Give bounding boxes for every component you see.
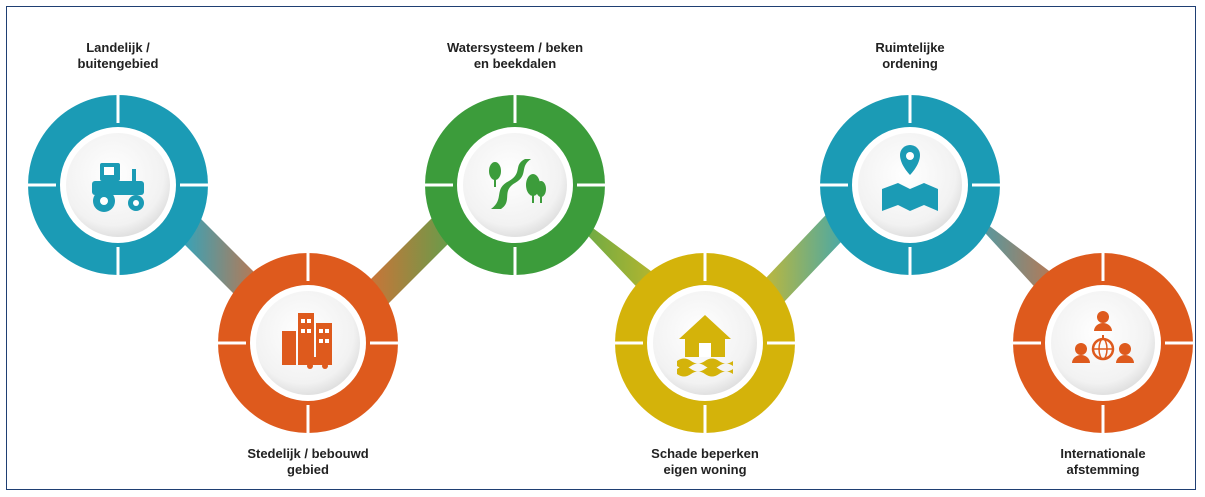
flooded-house-icon <box>677 315 733 377</box>
diagram-frame <box>6 6 1196 490</box>
label-landelijk-line2: buitengebied <box>77 56 159 71</box>
label-schade: Schade beperken eigen woning <box>625 446 785 478</box>
node-stedelijk <box>218 253 398 433</box>
map-pin-icon <box>882 145 938 211</box>
node-schade <box>615 253 795 433</box>
label-stedelijk-line2: gebied <box>287 462 329 477</box>
label-internationale: Internationale afstemming <box>1033 446 1173 478</box>
label-landelijk-line1: Landelijk / <box>86 40 150 55</box>
label-landelijk: Landelijk / buitengebied <box>58 40 178 72</box>
label-watersysteem-line1: Watersysteem / beken <box>446 40 584 55</box>
node-ruimtelijke <box>820 95 1000 275</box>
city-buildings-icon <box>282 313 332 369</box>
label-internationale-line2: afstemming <box>1066 462 1140 477</box>
node-watersysteem <box>425 95 605 275</box>
tractor-icon <box>92 163 144 212</box>
label-stedelijk-line1: Stedelijk / bebouwd <box>247 446 369 461</box>
label-stedelijk: Stedelijk / bebouwd gebied <box>228 446 388 478</box>
river-trees-icon <box>489 159 546 209</box>
people-globe-icon <box>1072 311 1134 363</box>
node-landelijk <box>28 95 208 275</box>
label-ruimtelijke-line1: Ruimtelijke <box>875 40 945 55</box>
label-schade-line1: Schade beperken <box>651 446 759 461</box>
label-schade-line2: eigen woning <box>663 462 747 477</box>
node-internationale <box>1013 253 1193 433</box>
label-ruimtelijke-line2: ordening <box>882 56 938 71</box>
label-internationale-line1: Internationale <box>1060 446 1146 461</box>
label-watersysteem-line2: en beekdalen <box>473 56 557 71</box>
label-watersysteem: Watersysteem / beken en beekdalen <box>425 40 605 72</box>
label-ruimtelijke: Ruimtelijke ordening <box>850 40 970 72</box>
